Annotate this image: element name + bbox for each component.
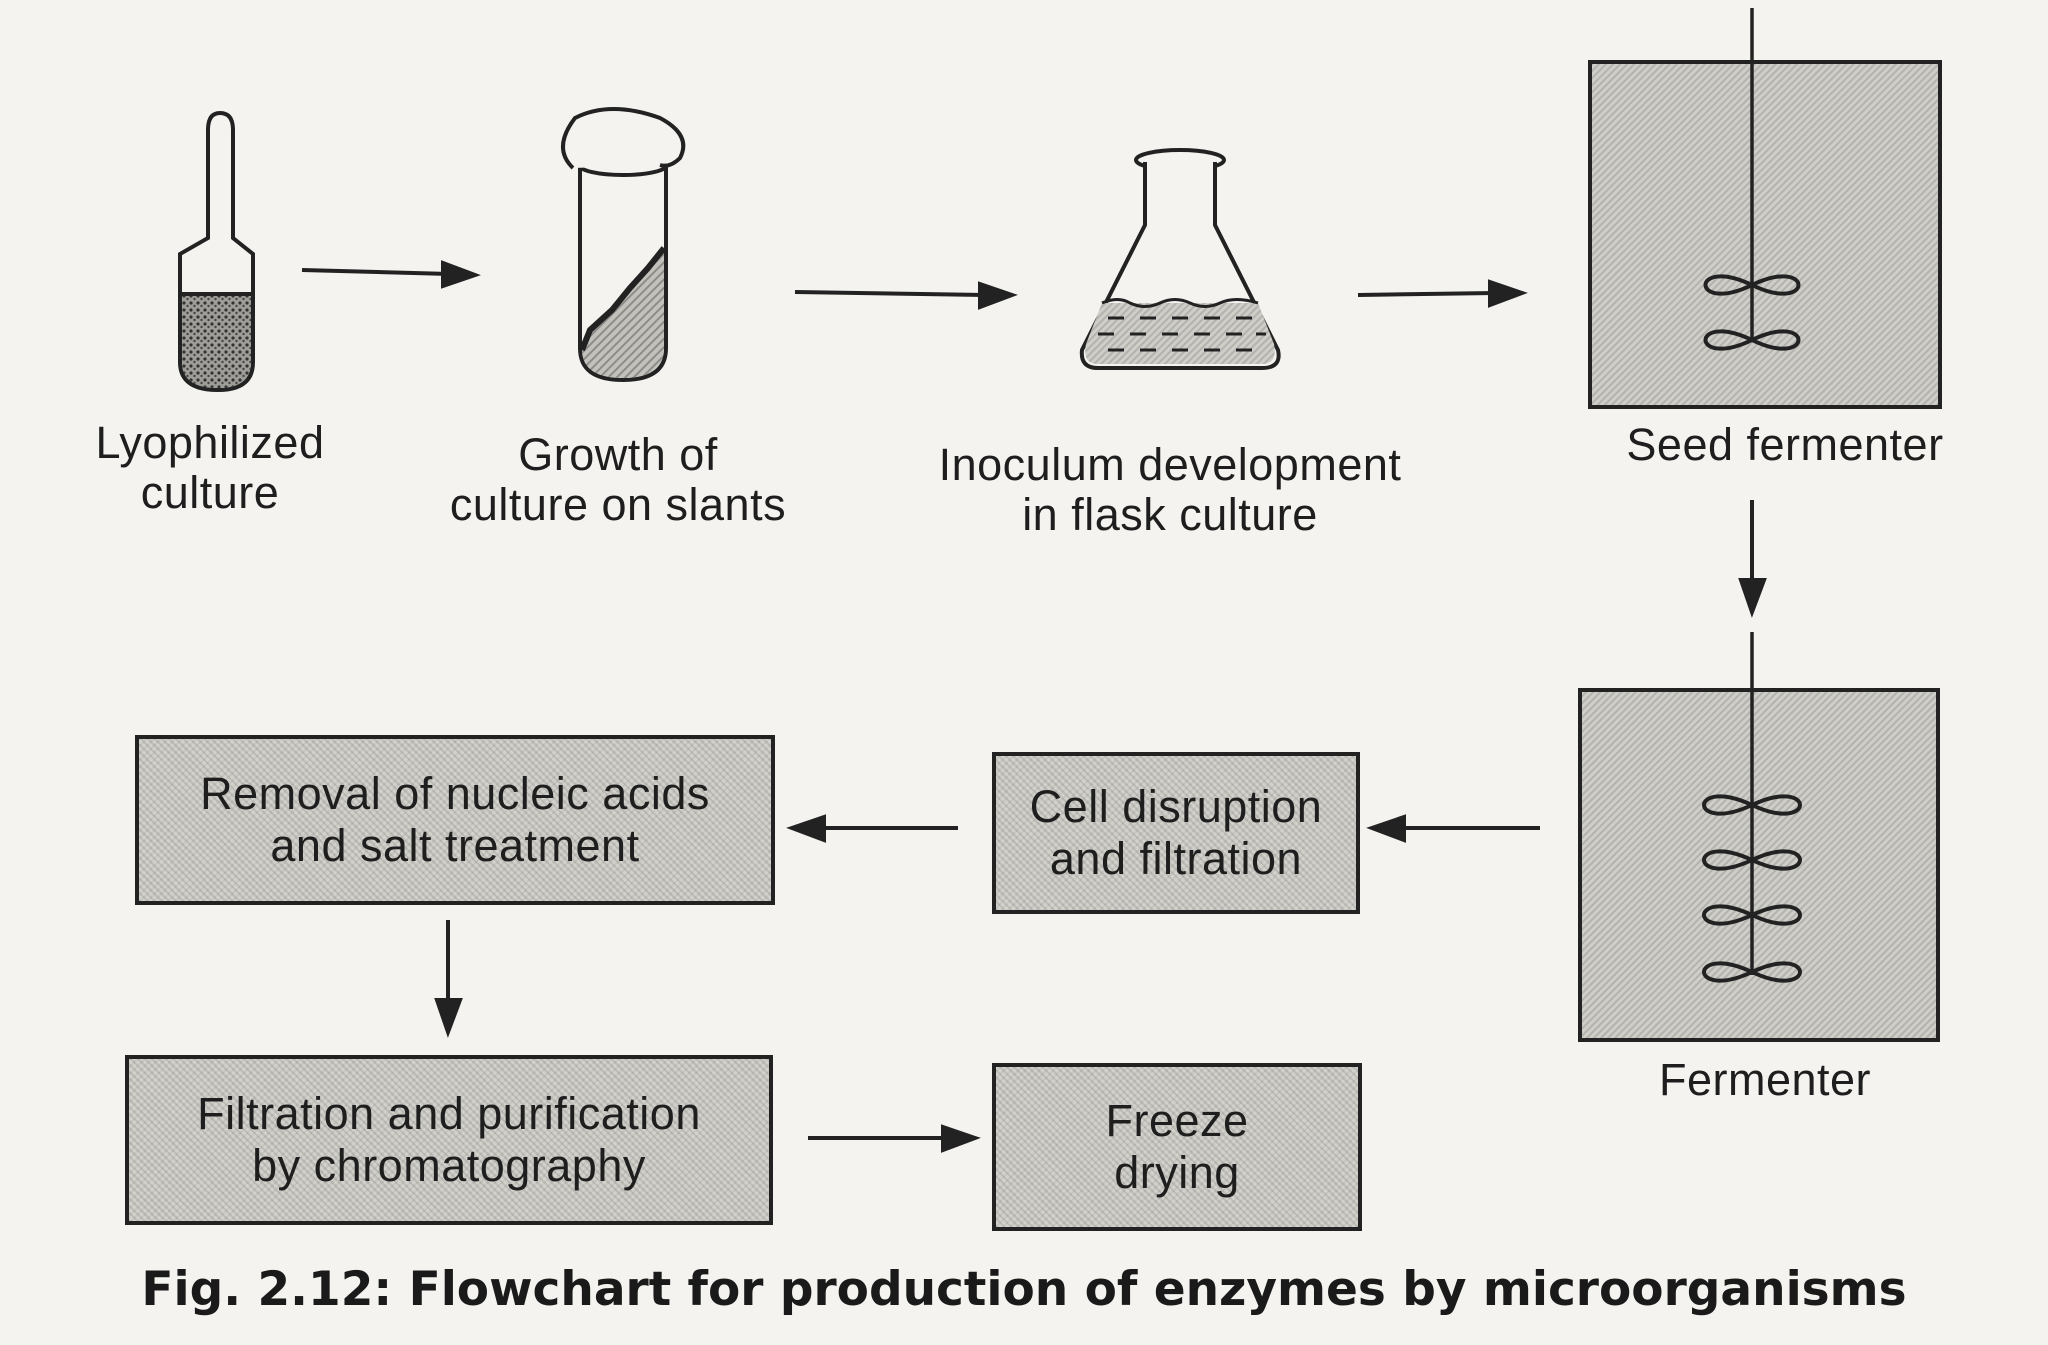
- box-removal-nucleic-acids: Removal of nucleic acids and salt treatm…: [135, 735, 775, 905]
- fermenter-icon: [1578, 632, 1940, 1042]
- figure-caption: Fig. 2.12: Flowchart for production of e…: [141, 1262, 1907, 1317]
- arrow-right-icon: [794, 281, 1018, 310]
- box-freeze-drying-text: Freeze drying: [1105, 1095, 1249, 1198]
- label-fermenter: Fermenter: [1658, 1054, 1872, 1105]
- arrow-right-icon: [301, 260, 481, 289]
- label-seed-fermenter: Seed fermenter: [1626, 419, 1944, 470]
- box-removal-nucleic-acids-text: Removal of nucleic acids and salt treatm…: [200, 768, 710, 871]
- arrow-right-icon: [808, 1124, 981, 1153]
- label-inoculum-development: Inoculum development in flask culture: [938, 439, 1402, 540]
- flask-icon: [1079, 148, 1281, 370]
- arrow-left-icon: [786, 814, 958, 843]
- slant-tube-icon: [561, 107, 686, 383]
- arrow-left-icon: [1366, 814, 1540, 843]
- box-cell-disruption-text: Cell disruption and filtration: [1029, 781, 1323, 884]
- label-growth-on-slants: Growth of culture on slants: [449, 429, 787, 530]
- box-filtration-purification: Filtration and purification by chromatog…: [125, 1055, 773, 1225]
- arrow-down-icon: [434, 920, 463, 1038]
- arrow-down-icon: [1738, 500, 1767, 618]
- arrow-right-icon: [1357, 279, 1528, 308]
- label-lyophilized-culture: Lyophilized culture: [95, 417, 325, 518]
- box-freeze-drying: Freeze drying: [992, 1063, 1362, 1231]
- ampoule-icon: [178, 110, 255, 393]
- box-cell-disruption: Cell disruption and filtration: [992, 752, 1360, 914]
- seed-fermenter-icon: [1588, 8, 1942, 409]
- box-filtration-purification-text: Filtration and purification by chromatog…: [197, 1088, 701, 1191]
